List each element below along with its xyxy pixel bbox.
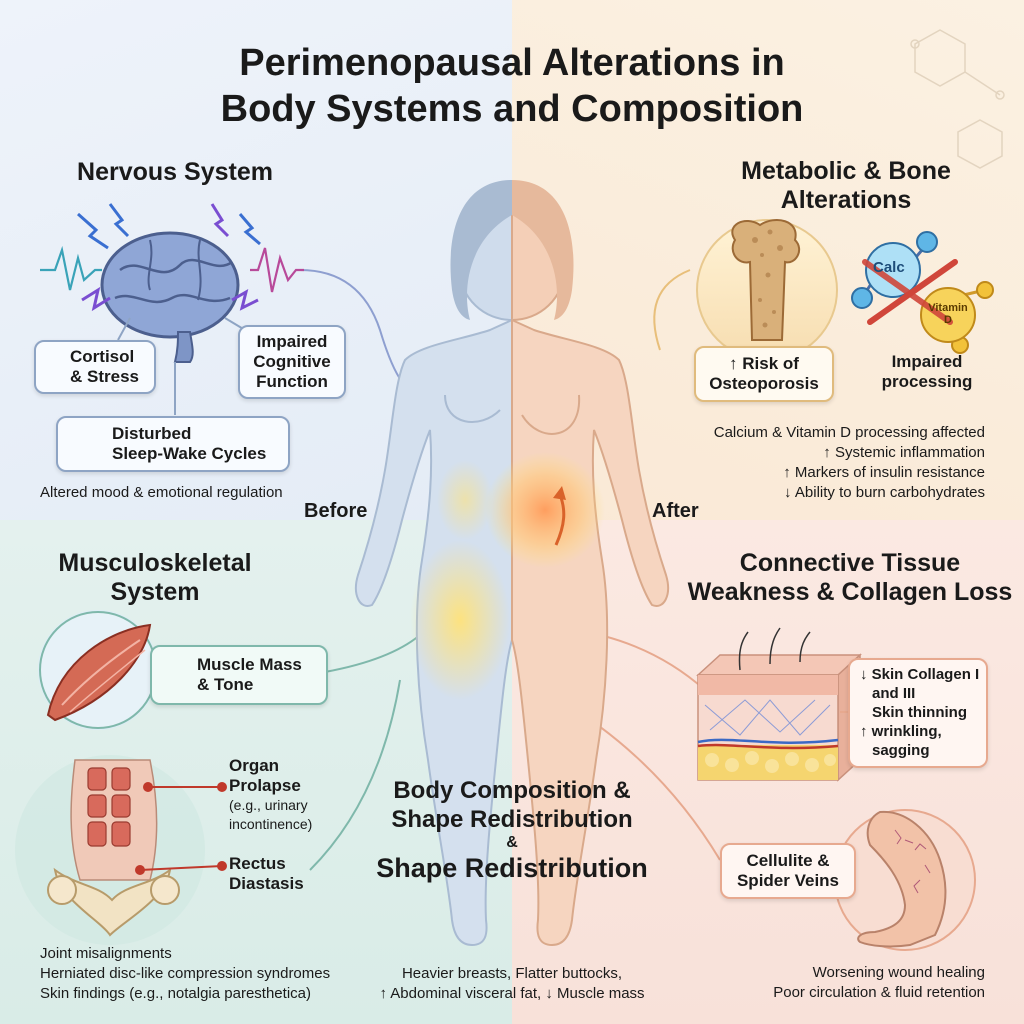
body-composition-title: Body Composition & Shape Redistribution … xyxy=(362,776,662,884)
skin-collagen-box: ↓ Skin Collagen I and III Skin thinning … xyxy=(848,658,988,768)
nervous-title: Nervous System xyxy=(77,158,273,186)
page-title-line2: Body Systems and Composition xyxy=(220,88,804,130)
connective-notes: Worsening wound healing Poor circulation… xyxy=(700,963,985,1003)
musculo-note-2: Herniated disc-like compression syndrome… xyxy=(40,965,331,982)
before-label: Before xyxy=(304,500,368,522)
prolapse-label: Organ Prolapse (e.g., urinary incontinen… xyxy=(229,756,312,834)
lightning-icon xyxy=(77,203,261,312)
skin-label-5: sagging xyxy=(872,742,930,759)
metabolic-note-2: ↑ Systemic inflammation xyxy=(823,444,985,461)
page-title: Perimenopausal Alterations in Body Syste… xyxy=(0,40,1024,132)
leg-icon xyxy=(834,809,976,951)
vitamin-label-1: Vitamin xyxy=(928,302,968,314)
skin-label-2: and III xyxy=(872,685,916,702)
diastasis-label-2: Diastasis xyxy=(229,874,304,893)
body-note-1: Heavier breasts, Flatter buttocks, xyxy=(401,965,623,982)
musculo-note-3: Skin findings (e.g., notalgia parestheti… xyxy=(40,985,311,1002)
skin-label-4: ↑ wrinkling, xyxy=(860,723,942,740)
osteo-label-2: Osteoporosis xyxy=(709,374,819,393)
diastasis-label: Rectus Diastasis xyxy=(229,854,304,894)
cortisol-label: Cortisol xyxy=(70,347,135,366)
musculo-title-line1: Musculoskeletal xyxy=(58,549,252,577)
cognitive-label-2: Cognitive xyxy=(253,352,331,371)
body-title-line3: Shape Redistribution xyxy=(376,853,648,883)
bone-icon xyxy=(696,219,838,361)
body-title-amp: & xyxy=(506,834,518,851)
metabolic-notes: Calcium & Vitamin D processing affected … xyxy=(640,423,985,503)
calcium-vitamin-icon xyxy=(851,231,994,354)
cortisol-box: Cortisol & Stress xyxy=(34,340,156,394)
connective-note-2: Poor circulation & fluid retention xyxy=(773,984,985,1001)
processing-label-2: processing xyxy=(881,372,973,391)
cognitive-label-1: Impaired xyxy=(256,332,328,351)
prolapse-sub-2: incontinence) xyxy=(229,816,313,832)
abdomen-callouts xyxy=(135,782,227,875)
vitamin-label-2: D xyxy=(944,314,952,326)
body-title-line1: Body Composition & xyxy=(393,777,631,804)
musculo-note-1: Joint misalignments xyxy=(40,945,172,962)
connective-title-line1: Connective Tissue xyxy=(739,549,961,577)
processing-label-1: Impaired xyxy=(891,352,963,371)
muscle-label-1: Muscle Mass xyxy=(197,655,302,674)
osteoporosis-box: ↑ Risk of Osteoporosis xyxy=(694,346,834,402)
metabolic-note-4: ↓ Ability to burn carbohydrates xyxy=(784,484,985,501)
pulse-wave-icon xyxy=(40,245,304,293)
musculo-title: Musculoskeletal System xyxy=(30,549,280,607)
musculo-notes: Joint misalignments Herniated disc-like … xyxy=(40,944,330,1004)
stress-label: & Stress xyxy=(70,367,139,386)
connective-title-line2: Weakness & Collagen Loss xyxy=(687,578,1013,606)
sleep-label-1: Disturbed xyxy=(112,424,192,443)
metabolic-title-line1: Metabolic & Bone xyxy=(741,157,951,185)
body-figure xyxy=(354,180,670,947)
skin-label-3: Skin thinning xyxy=(872,704,967,721)
brain-icon xyxy=(100,231,240,363)
prolapse-label-2: Prolapse xyxy=(229,776,301,795)
skin-layers-icon xyxy=(696,627,862,782)
muscle-icon xyxy=(38,610,158,730)
cognitive-label-3: Function xyxy=(256,372,328,391)
impaired-processing-label: Impaired processing xyxy=(862,352,992,392)
osteo-label-1: ↑ Risk of xyxy=(729,354,799,373)
calc-molecule-label: Calc xyxy=(873,259,905,276)
vitamin-molecule-label: Vitamin D xyxy=(924,302,972,326)
cognitive-box: Impaired Cognitive Function xyxy=(238,325,346,399)
musculo-title-line2: System xyxy=(110,578,200,606)
metabolic-note-3: ↑ Markers of insulin resistance xyxy=(783,464,985,481)
prolapse-sub-1: (e.g., urinary xyxy=(229,797,308,813)
cellulite-label-1: Cellulite & xyxy=(746,851,830,870)
skin-label-1: ↓ Skin Collagen I xyxy=(860,666,980,683)
molecule-decoration xyxy=(910,29,1005,169)
nervous-note: Altered mood & emotional regulation xyxy=(40,484,283,501)
metabolic-note-1: Calcium & Vitamin D processing affected xyxy=(713,424,985,441)
cellulite-label-2: Spider Veins xyxy=(736,871,840,890)
muscle-mass-box: Muscle Mass & Tone xyxy=(150,645,328,705)
muscle-label-2: & Tone xyxy=(197,675,254,694)
body-note-2: ↑ Abdominal visceral fat, ↓ Muscle mass xyxy=(379,985,645,1002)
body-title-line2: Shape Redistribution xyxy=(391,806,633,833)
cellulite-box: Cellulite & Spider Veins xyxy=(720,843,856,899)
sleep-box: Disturbed Sleep-Wake Cycles xyxy=(56,416,290,472)
prolapse-label-1: Organ xyxy=(229,756,280,775)
abdomen-pelvis-icon xyxy=(15,755,205,945)
page-title-line1: Perimenopausal Alterations in xyxy=(239,42,785,84)
after-label: After xyxy=(652,500,699,522)
diastasis-label-1: Rectus xyxy=(229,854,286,873)
body-notes: Heavier breasts, Flatter buttocks, ↑ Abd… xyxy=(362,964,662,1004)
connective-title: Connective Tissue Weakness & Collagen Lo… xyxy=(680,549,1020,607)
metabolic-title: Metabolic & Bone Alterations xyxy=(710,157,982,215)
connective-note-1: Worsening wound healing xyxy=(812,964,985,981)
metabolic-title-line2: Alterations xyxy=(780,186,912,214)
sleep-label-2: Sleep-Wake Cycles xyxy=(112,444,267,463)
